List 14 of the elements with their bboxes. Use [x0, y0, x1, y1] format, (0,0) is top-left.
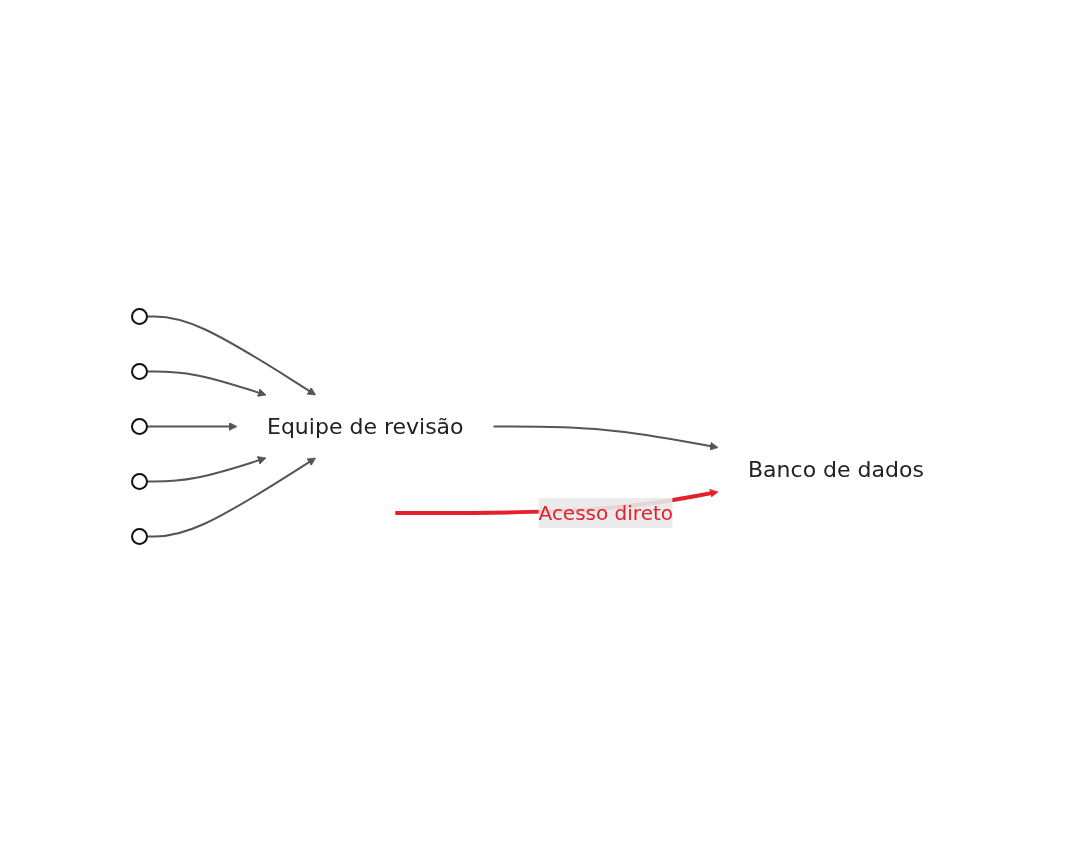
node-circle — [131, 418, 149, 435]
arrow — [146, 422, 238, 431]
node-text: Banco de dados — [748, 457, 924, 483]
node-circle — [131, 363, 149, 380]
arrow — [146, 370, 267, 397]
arrow — [492, 425, 719, 451]
node-circle — [131, 308, 149, 325]
arrow — [146, 457, 317, 538]
node-circle — [131, 473, 149, 490]
arrow — [146, 456, 267, 483]
edge-label: Acesso direto — [538, 501, 674, 525]
node-text: Equipe de revisão — [267, 414, 464, 439]
arrow — [146, 315, 317, 396]
node-circle — [131, 528, 149, 545]
